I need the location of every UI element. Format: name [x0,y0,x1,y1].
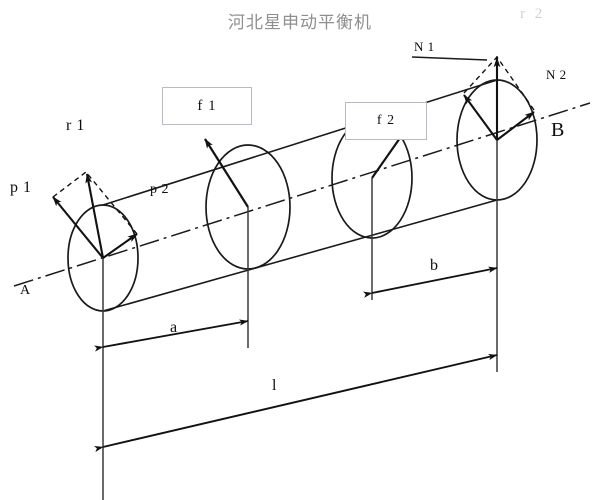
dimension-a [93,319,249,352]
watermark-label: r 2 [520,6,546,22]
vector-p1 [52,196,104,259]
dashed-N1-to-R [463,56,498,94]
leader-line-N1 [411,56,488,61]
cylinder-top-edge [102,79,498,206]
dimension-l [93,353,498,453]
vector-N1 [463,94,498,141]
cylinder-body [102,79,498,312]
vector-r1 [85,173,105,259]
plane-A-parallelogram [52,171,138,235]
label-bearing-B: B [551,119,565,141]
page-title: 河北星申动平衡机 [228,13,372,33]
force-f1-vector [204,138,249,208]
label-bearing-A: A [20,283,31,298]
rotor-center-axis [13,102,591,287]
plane-A-vectors [52,173,138,259]
vector-N2 [496,111,535,141]
label-f2-box: f 2 [345,102,427,140]
dashed-N2-to-R [496,56,535,111]
label-dimension-l: l [272,377,277,394]
label-N1: N 1 [414,39,435,54]
cylinder-bottom-edge [102,199,498,312]
correction-planes [67,79,538,312]
vector-p2 [102,233,138,259]
dimension-b [362,266,498,298]
dashed-p1-to-r1 [52,171,87,198]
label-N2: N 2 [546,67,567,82]
plane-B-vectors [463,57,535,141]
label-dimension-a: a [170,319,178,336]
dashed-p2-to-r1 [85,171,138,235]
label-p2: p 2 [150,182,169,197]
label-f1-box: f 1 [162,87,252,125]
plane-B-parallelogram [463,56,535,111]
label-r1: r 1 [66,117,85,134]
label-p1: p 1 [10,179,32,196]
label-dimension-b: b [430,257,439,274]
